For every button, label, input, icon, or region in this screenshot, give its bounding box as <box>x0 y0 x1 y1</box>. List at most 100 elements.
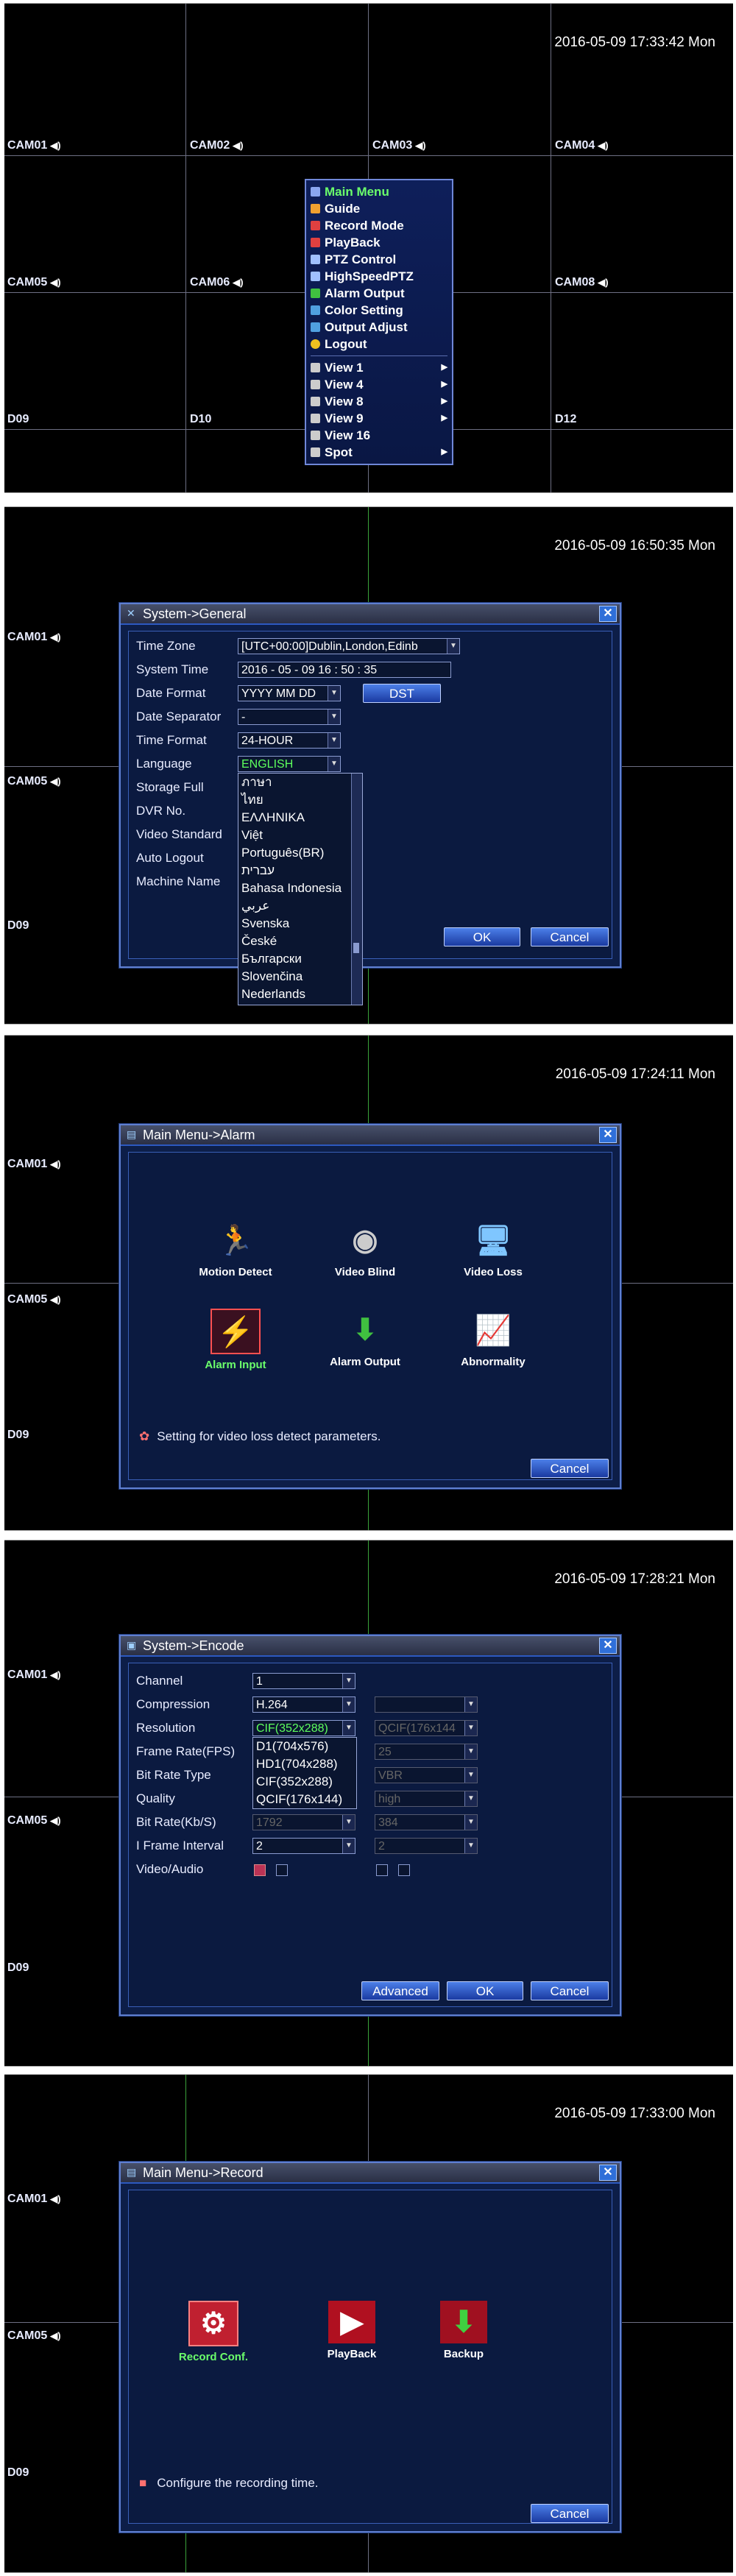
camera-label: D09 <box>7 2466 29 2479</box>
scrollbar-thumb[interactable] <box>353 943 359 953</box>
resolution-option[interactable]: QCIF(176x144) <box>256 1792 343 1806</box>
cancel-button[interactable]: Cancel <box>531 1981 609 2000</box>
dropdown-scrollbar[interactable] <box>351 774 362 1005</box>
resolution-option[interactable]: CIF(352x288) <box>256 1774 333 1788</box>
menu-item-main-menu[interactable]: Main Menu <box>311 183 447 200</box>
video-loss-tile[interactable]: 🖥 Video Loss <box>445 1219 541 1279</box>
system-time-input[interactable]: 2016 - 05 - 09 16 : 50 : 35 <box>238 662 451 678</box>
dst-button[interactable]: DST <box>363 684 441 703</box>
menu-item-spot[interactable]: Spot▶ <box>311 444 447 461</box>
menu-item-highspeed-ptz[interactable]: HighSpeedPTZ <box>311 268 447 285</box>
screen-system-general: 2016-05-09 16:50:35 Mon CAM01◀) CAM05◀) … <box>4 506 733 1025</box>
menu-item-guide[interactable]: Guide <box>311 200 447 217</box>
extra-compression-select[interactable]: ▼ <box>375 1696 478 1713</box>
language-option[interactable]: Nederlands <box>241 987 305 1001</box>
record-config-tile[interactable]: ⚙ Record Conf. <box>158 2301 269 2363</box>
field-label: Time Format <box>136 733 207 747</box>
channel-select[interactable]: 1▼ <box>252 1673 355 1689</box>
close-button[interactable]: ✕ <box>599 1127 617 1143</box>
menu-item-view-4[interactable]: View 4▶ <box>311 376 447 393</box>
close-button[interactable]: ✕ <box>599 606 617 622</box>
close-button[interactable]: ✕ <box>599 2165 617 2181</box>
timezone-select[interactable]: [UTC+00:00]Dublin,London,Edinb▼ <box>238 638 460 654</box>
view-icon <box>311 414 320 423</box>
motion-detect-icon: 🏃 <box>217 1224 254 1257</box>
menu-item-view-8[interactable]: View 8▶ <box>311 393 447 410</box>
chevron-right-icon: ▶ <box>441 397 447 406</box>
menu-item-view-16[interactable]: View 16 <box>311 427 447 444</box>
extra-quality-select[interactable]: high▼ <box>375 1791 478 1807</box>
menu-item-playback[interactable]: PlayBack <box>311 234 447 251</box>
field-label: Machine Name <box>136 874 221 888</box>
language-option[interactable]: Việt <box>241 828 263 842</box>
extra-video-checkbox[interactable] <box>376 1864 388 1876</box>
language-option[interactable]: Български <box>241 952 302 966</box>
menu-item-logout[interactable]: Logout <box>311 336 447 353</box>
backup-tile[interactable]: ⬇ Backup <box>416 2301 512 2360</box>
language-option[interactable]: ΕΛΛΗΝΙΚΑ <box>241 810 305 824</box>
extra-bitrate-select[interactable]: 384▼ <box>375 1814 478 1830</box>
playback-icon <box>311 238 320 247</box>
alarm-output-tile[interactable]: ⬇ Alarm Output <box>317 1309 413 1368</box>
language-select[interactable]: ENGLISH▼ <box>238 756 341 772</box>
menu-item-view-1[interactable]: View 1▶ <box>311 359 447 376</box>
speaker-icon: ◀) <box>50 2330 61 2341</box>
speaker-icon: ◀) <box>50 277 61 288</box>
alarm-input-tile[interactable]: ⚡ Alarm Input <box>188 1309 283 1371</box>
language-option[interactable]: Português(BR) <box>241 846 325 860</box>
cancel-button[interactable]: Cancel <box>531 2504 609 2523</box>
compression-select[interactable]: H.264▼ <box>252 1696 355 1713</box>
menu-item-view-9[interactable]: View 9▶ <box>311 410 447 427</box>
dialog-titlebar: ▣System->Encode <box>121 1636 620 1657</box>
extra-fps-select[interactable]: 25▼ <box>375 1744 478 1760</box>
field-label: Auto Logout <box>136 851 204 865</box>
resolution-select[interactable]: CIF(352x288)▼ <box>252 1720 355 1736</box>
language-option[interactable]: České <box>241 934 277 948</box>
cancel-button[interactable]: Cancel <box>531 1459 609 1478</box>
menu-item-alarm-output[interactable]: Alarm Output <box>311 285 447 302</box>
output-adjust-icon <box>311 322 320 332</box>
field-label: Storage Full <box>136 780 204 794</box>
video-blind-tile[interactable]: ◉ Video Blind <box>317 1219 413 1278</box>
date-separator-select[interactable]: -▼ <box>238 709 341 725</box>
advanced-button[interactable]: Advanced <box>361 1981 439 2000</box>
audio-checkbox[interactable] <box>276 1864 288 1876</box>
menu-item-ptz-control[interactable]: PTZ Control <box>311 251 447 268</box>
extra-audio-checkbox[interactable] <box>398 1864 410 1876</box>
language-option[interactable]: Svenska <box>241 916 290 930</box>
ok-button[interactable]: OK <box>447 1981 523 2000</box>
camera-label: CAM05◀) <box>7 775 61 788</box>
playback-tile[interactable]: ▶ PlayBack <box>304 2301 400 2360</box>
time-format-select[interactable]: 24-HOUR▼ <box>238 732 341 749</box>
language-option[interactable]: Bahasa Indonesia <box>241 881 342 895</box>
tile-label: PlayBack <box>327 2348 377 2360</box>
extra-bitrate-type-select[interactable]: VBR▼ <box>375 1767 478 1783</box>
date-format-select[interactable]: YYYY MM DD▼ <box>238 685 341 701</box>
chevron-right-icon: ▶ <box>441 447 447 456</box>
motion-detect-tile[interactable]: 🏃 Motion Detect <box>188 1219 283 1279</box>
language-option[interactable]: עברית <box>241 863 275 877</box>
extra-resolution-select[interactable]: QCIF(176x144▼ <box>375 1720 478 1736</box>
language-option[interactable]: ภาษา <box>241 775 272 789</box>
abnormality-tile[interactable]: 📈 Abnormality <box>445 1309 541 1369</box>
menu-item-color-setting[interactable]: Color Setting <box>311 302 447 319</box>
tile-label: Alarm Input <box>205 1359 266 1371</box>
ok-button[interactable]: OK <box>444 927 520 946</box>
menu-item-output-adjust[interactable]: Output Adjust <box>311 319 447 336</box>
grid-line <box>185 4 186 492</box>
camera-label: CAM03◀) <box>372 139 426 152</box>
iframe-interval-select[interactable]: 2▼ <box>252 1838 355 1854</box>
extra-iframe-interval-select[interactable]: 2▼ <box>375 1838 478 1854</box>
close-button[interactable]: ✕ <box>599 1638 617 1654</box>
tile-label: Abnormality <box>461 1356 526 1368</box>
speaker-icon: ◀) <box>233 140 244 151</box>
language-option[interactable]: Slovenčina <box>241 969 303 983</box>
video-checkbox[interactable] <box>254 1864 266 1876</box>
resolution-option[interactable]: D1(704x576) <box>256 1739 329 1753</box>
menu-item-record-mode[interactable]: Record Mode <box>311 217 447 234</box>
cancel-button[interactable]: Cancel <box>531 927 609 946</box>
bitrate-select[interactable]: 1792▼ <box>252 1814 355 1830</box>
resolution-option[interactable]: HD1(704x288) <box>256 1757 338 1771</box>
language-option[interactable]: ไทย <box>241 793 263 807</box>
language-option[interactable]: عربي <box>241 899 270 913</box>
